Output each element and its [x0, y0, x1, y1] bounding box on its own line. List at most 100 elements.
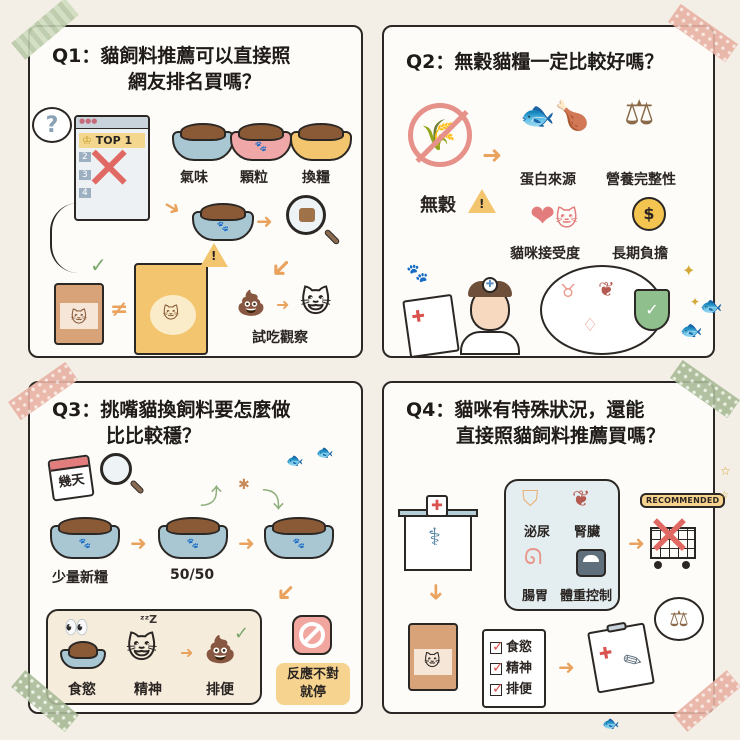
label-energy: 精神	[134, 682, 162, 698]
vet-clinic-icon: ✚ ⚕	[398, 495, 478, 573]
arrow-icon: ➜	[180, 643, 194, 662]
fish-icon: 🐟	[316, 445, 334, 461]
arrow-icon: ➜	[262, 249, 300, 287]
q3-title: Q3：挑嘴貓換飼料要怎麼做 比比較穩？	[52, 397, 290, 449]
stop-label-line2: 就停	[299, 685, 326, 700]
checkbox-checked-icon	[490, 637, 504, 658]
rank-3: 3	[79, 170, 91, 180]
calendar-label: 幾天	[57, 472, 86, 491]
warning-icon	[200, 243, 228, 267]
pancreas-icon: ♢	[582, 315, 599, 336]
fish-icon: 🐟	[286, 453, 304, 469]
curved-arrow-icon: ⤴	[200, 485, 223, 510]
scale-speech-bubble: ⚖	[654, 597, 704, 641]
arrow-icon: ➜	[558, 655, 575, 679]
label-weight-control: 體重控制	[560, 589, 613, 604]
label-kibble: 顆粒	[240, 170, 268, 186]
cross-icon: ✕	[84, 134, 135, 204]
label-switch: 換糧	[302, 170, 330, 186]
label-appetite: 食慾	[68, 682, 96, 698]
window-dots-icon: ●●●	[76, 117, 148, 129]
cat-face-icon: 🐱	[162, 303, 180, 323]
panel-q4: Q4：貓咪有特殊狀況，還能 直接照貓飼料推薦買嗎？ ✚ ⚕ ➜ ⛉ ❦ 泌尿 腎…	[382, 381, 726, 714]
arrow-icon: ➜	[269, 575, 304, 611]
poop-icon: 💩	[236, 289, 266, 317]
label-stool: 排便	[206, 682, 234, 698]
magnifier-icon	[100, 453, 145, 495]
star-icon: ☆	[720, 464, 731, 478]
crown-icon: ♔	[82, 134, 92, 147]
sparkle-icon: ✦	[690, 295, 701, 309]
checklist-box: 食慾 精神 排便	[482, 629, 546, 708]
curved-arrow-icon	[50, 203, 78, 273]
crossed-cart-icon: ✕	[646, 509, 706, 573]
sparkle-icon: ✦	[682, 261, 696, 280]
label-half-half: 50/50	[170, 567, 215, 583]
label-gi: 腸胃	[522, 589, 549, 604]
q1-title-line2: 網友排名買嗎？	[128, 71, 262, 93]
bowl-step1-icon: 🐾	[50, 517, 120, 559]
bowl-appetite-icon	[60, 641, 106, 669]
stomach-icon: ᘏ	[524, 545, 543, 570]
checkbox-checked-icon	[490, 658, 504, 679]
label-small-new-food: 少量新糧	[52, 570, 108, 586]
arrow-icon: ➜	[628, 531, 645, 555]
q3-title-line1: Q3：挑嘴貓換飼料要怎麼做	[52, 399, 291, 421]
sleeping-cat-icon: 😺	[126, 631, 158, 666]
eyes-icon: 👀	[64, 615, 89, 639]
checklist-item-energy: 精神	[490, 658, 538, 679]
stop-sign-icon	[292, 615, 332, 655]
fish-icon: 🐟	[602, 716, 620, 732]
panel-q3: Q3：挑嘴貓換飼料要怎麼做 比比較穩？ 幾天 🐾 ➜ 🐾 ➜ 🐾 ⤴ ⤵ ✱ 🐟…	[28, 381, 363, 714]
calendar-icon: 幾天	[47, 454, 95, 502]
q4-title: Q4：貓咪有特殊狀況，還能 直接照貓飼料推薦買嗎？	[406, 397, 665, 449]
arrow-icon: ➜	[256, 209, 273, 233]
bowl-icon: 🐾	[192, 203, 254, 241]
bladder-icon: ♉	[560, 281, 577, 302]
question-bubble-icon: ?	[32, 107, 72, 143]
ranking-window: ●●● ♔ TOP 1 2 3 4 ✕	[74, 115, 150, 221]
bladder-icon: ⛉	[522, 487, 539, 512]
shield-check-icon: ✓	[634, 289, 670, 331]
check-icon: ✓	[234, 623, 250, 644]
warning-mark: !	[479, 197, 485, 211]
scale-icon	[576, 549, 606, 577]
warning-icon	[468, 189, 496, 213]
checklist-item-appetite: 食慾	[490, 637, 538, 658]
arrow-icon: ➜	[276, 295, 290, 314]
vet-doctor-icon: ✚	[456, 277, 524, 355]
rank-4: 4	[79, 188, 91, 198]
no-grain-icon: 🌾	[408, 103, 472, 167]
stop-label-line1: 反應不對	[286, 667, 339, 682]
label-smell: 氣味	[180, 170, 208, 186]
big-food-bag-icon: 🐱	[134, 263, 208, 355]
balance-scale-icon: ⚖	[669, 606, 689, 632]
q4-title-line2: 直接照貓飼料推薦買嗎？	[456, 425, 666, 447]
arrow-icon: ➜	[159, 192, 186, 222]
fish-icon: 🐟	[680, 320, 703, 341]
check-icon: ✓	[90, 253, 107, 277]
q3-title-line2: 比比較穩？	[106, 425, 202, 447]
cat-face-icon: 🐱	[424, 651, 441, 670]
bowl-switch-icon	[290, 123, 352, 161]
small-food-bag-icon: 🐱	[54, 283, 104, 345]
bowl-smell-icon	[172, 123, 234, 161]
q2-title: Q2：無穀貓糧一定比較好嗎？	[406, 51, 664, 73]
checkbox-checked-icon	[490, 679, 504, 700]
stop-if-wrong-badge: 反應不對 就停	[276, 663, 350, 705]
recommended-tag: RECOMMENDED	[640, 493, 726, 508]
protein-icon: 🐟🍗	[520, 99, 590, 132]
warning-mark: !	[211, 249, 217, 263]
label-kidney: 腎臟	[574, 525, 601, 540]
panel-q2: Q2：無穀貓糧一定比較好嗎？ 🌾 無穀 ! ➜ 🐟🍗 ⚖ 蛋白來源 營養完整性 …	[382, 25, 715, 359]
checklist-item-stool: 排便	[490, 679, 538, 700]
star-icon: ☆	[720, 490, 729, 501]
zzz-icon: ᶻᶻZ	[140, 613, 158, 626]
heart-cat-icon: ❤🐱	[530, 199, 579, 234]
panel-q1: Q1：貓飼料推薦可以直接照 網友排名買嗎？ ? ●●● ♔ TOP 1 2 3 …	[28, 25, 363, 358]
coins-icon: $	[632, 197, 666, 231]
curved-arrow-icon: ⤵	[262, 489, 285, 514]
fish-icon: 🐟	[700, 296, 723, 317]
poop-icon: 💩	[204, 635, 237, 665]
kidney-icon: ❦	[598, 277, 615, 301]
